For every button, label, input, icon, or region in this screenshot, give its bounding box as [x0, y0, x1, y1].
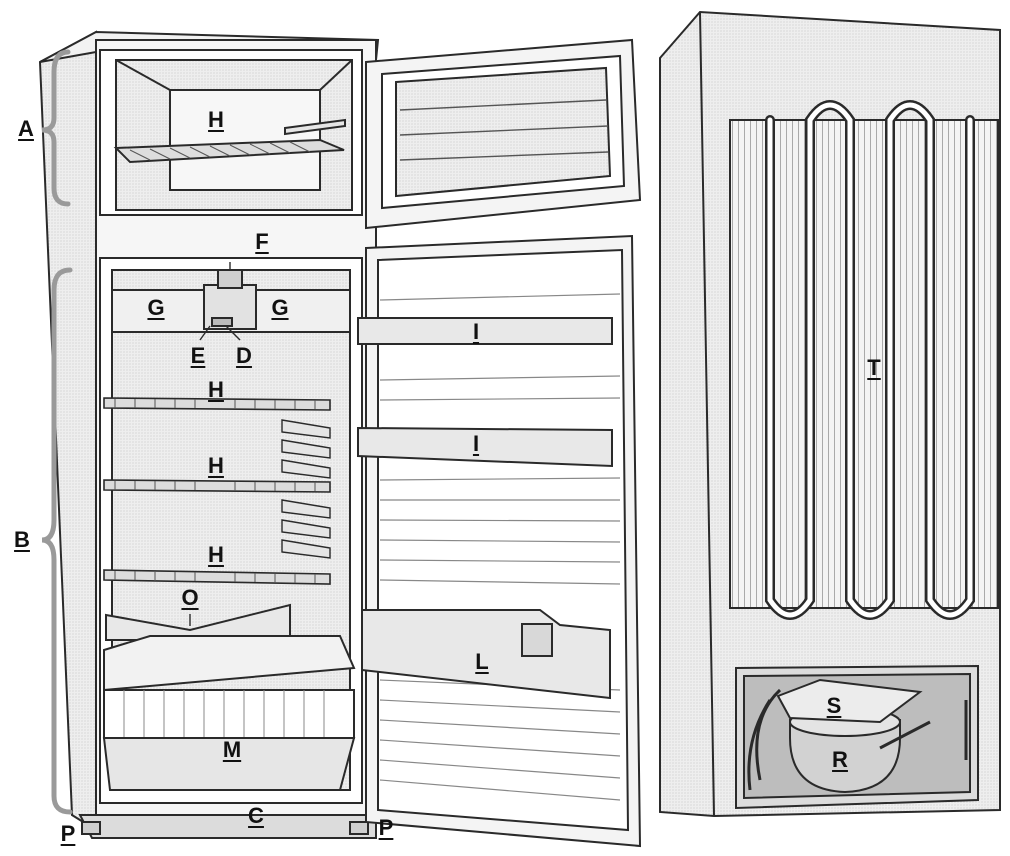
- label-H-freezer: H: [208, 107, 224, 132]
- wire-shelf-1: [103, 397, 331, 411]
- label-L: L: [475, 649, 489, 674]
- wire-shelf-2: [103, 479, 331, 493]
- label-F: F: [255, 229, 269, 254]
- label-G-right: G: [271, 295, 289, 320]
- label-A: A: [18, 116, 34, 141]
- label-P-right: P: [378, 815, 394, 840]
- freezer-compartment: [99, 49, 363, 216]
- fridge-door: [357, 234, 642, 848]
- bracket-b: [41, 267, 73, 815]
- crisper-drawer: [102, 635, 356, 791]
- label-I-top: I: [472, 319, 480, 344]
- label-I-bottom: I: [472, 431, 480, 456]
- feet: [81, 821, 369, 835]
- label-O: O: [181, 585, 199, 610]
- label-M: M: [222, 737, 242, 762]
- label-B: B: [14, 527, 30, 552]
- bracket-a: [41, 49, 71, 207]
- drip-tray: [105, 603, 291, 641]
- leader-lines: [189, 262, 241, 626]
- label-G-left: G: [147, 295, 165, 320]
- wire-shelf-3: [103, 569, 331, 585]
- label-E: E: [190, 343, 206, 368]
- label-T: T: [867, 355, 881, 380]
- freezer-door: [365, 38, 642, 230]
- label-C: C: [248, 803, 264, 828]
- evaporation-tray: [776, 678, 923, 724]
- compressor-pipes: [747, 688, 968, 791]
- label-H-shelf-3: H: [208, 542, 224, 567]
- condenser-coil: [729, 100, 999, 620]
- label-H-shelf-1: H: [208, 377, 224, 402]
- label-R: R: [832, 747, 848, 772]
- label-P-left: P: [60, 821, 76, 846]
- label-D: D: [236, 343, 252, 368]
- label-S: S: [826, 693, 842, 718]
- label-H-shelf-2: H: [208, 453, 224, 478]
